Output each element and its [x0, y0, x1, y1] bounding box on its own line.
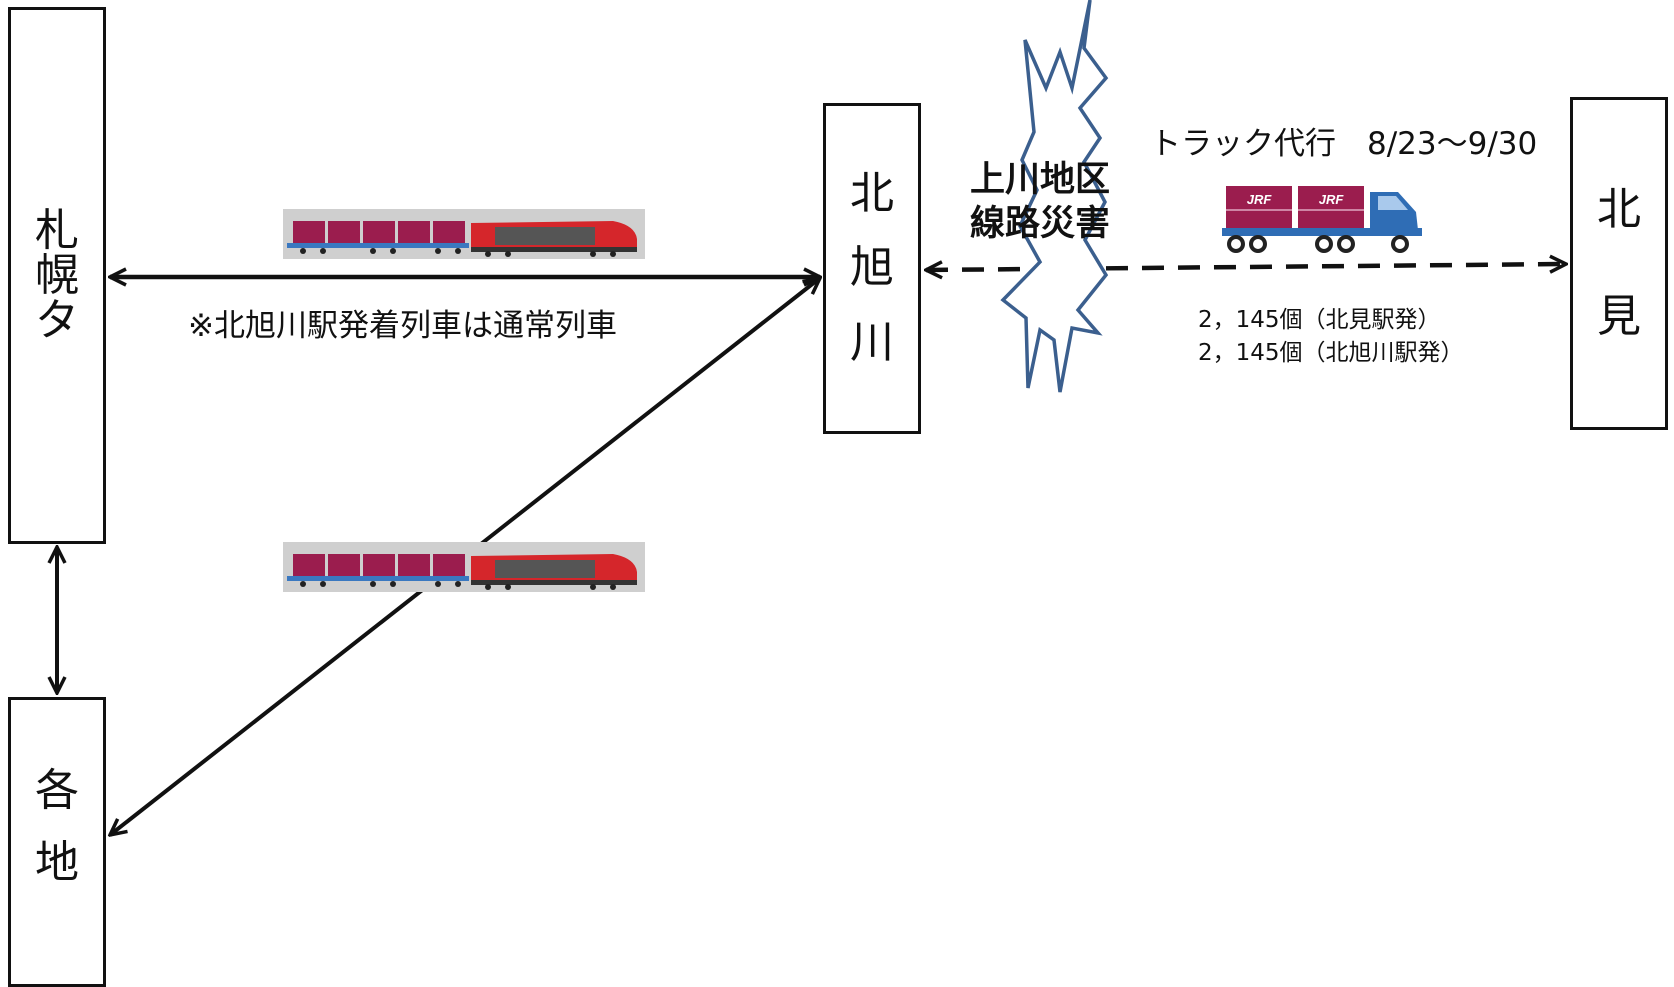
truck-substitute-label: トラック代行 8/23～9/30: [1150, 126, 1538, 162]
container-truck-icon: JRF JRF: [1222, 186, 1422, 253]
station-label-char: 見: [1597, 290, 1641, 342]
station-kita-asahikawa: 北 旭 川: [823, 103, 921, 434]
disaster-label-line2: 線路災害: [970, 204, 1111, 244]
freight-train-icon: [283, 542, 645, 592]
station-kakuchi: 各 地: [8, 697, 106, 987]
station-sapporo-terminal: 札 幌 タ: [8, 7, 106, 544]
station-label-char: 川: [850, 316, 894, 368]
station-kitami: 北 見: [1570, 97, 1668, 430]
station-label-char: 北: [850, 168, 894, 220]
count-from-kitaasahikawa: 2，145個（北旭川駅発）: [1198, 340, 1464, 366]
station-label-char: 幌: [35, 249, 79, 301]
freight-train-icon: [283, 209, 645, 259]
station-label-char: 旭: [850, 242, 894, 294]
station-label-char: 各: [35, 765, 79, 816]
disaster-label: 上川地区 線路災害: [970, 158, 1110, 246]
station-label-char: 北: [1597, 184, 1641, 236]
container-logo: JRF: [1247, 192, 1273, 207]
station-label-char: 地: [35, 837, 79, 889]
route-note: ※北旭川駅発着列車は通常列車: [188, 308, 617, 344]
disaster-label-line1: 上川地区: [970, 160, 1111, 200]
station-label-char: タ: [35, 295, 79, 347]
station-label-char: 札: [35, 204, 79, 256]
container-logo: JRF: [1319, 192, 1345, 207]
count-from-kitami: 2，145個（北見駅発）: [1198, 307, 1441, 333]
